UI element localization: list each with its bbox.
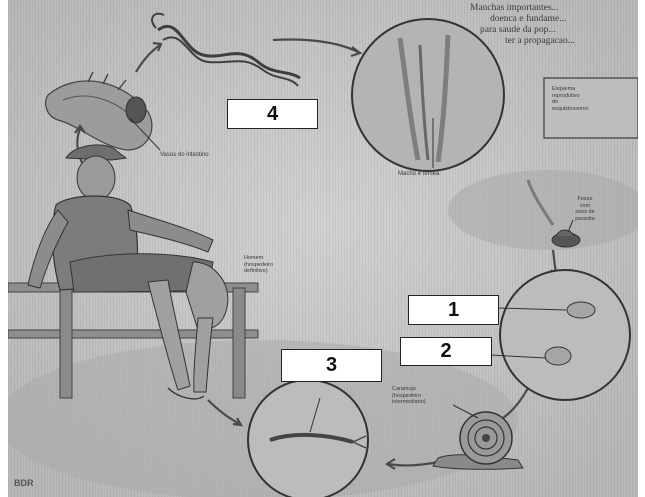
egg-caption-line: parasita	[565, 216, 605, 223]
header-text: Manchas importantes... doenca e fundame.…	[470, 3, 640, 47]
cercaria-circle	[248, 380, 368, 497]
header-line: Manchas importantes...	[470, 3, 640, 14]
illustration	[8, 0, 638, 497]
host-caption: Homem (hospedeiro definitivo)	[244, 255, 273, 275]
snail-caption: Caramujo (hospedeiro intermediario)	[392, 386, 426, 406]
schema-caption: Esquema reprodutivo do esquistossomo	[552, 86, 589, 112]
label-box-2: 2	[400, 337, 492, 366]
header-line: para saude da pop...	[470, 25, 640, 36]
corner-mark: BDR	[14, 480, 34, 487]
label-box-1: 1	[408, 295, 499, 325]
label-box-4: 4	[227, 99, 318, 129]
intestine-caption: Vasos do intestino	[160, 152, 209, 159]
label-box-3: 3	[281, 349, 382, 382]
egg-caption: Fezes com ovos de parasita	[565, 196, 605, 222]
schema-line: esquistossomo	[552, 106, 589, 113]
header-line: ter a propagacao...	[470, 36, 640, 47]
adult-worms-caption: Macho e femea	[398, 171, 439, 178]
snail-caption-line: intermediario)	[392, 399, 426, 406]
header-line: doenca e fundame...	[470, 14, 640, 25]
host-caption-line: definitivo)	[244, 268, 273, 275]
